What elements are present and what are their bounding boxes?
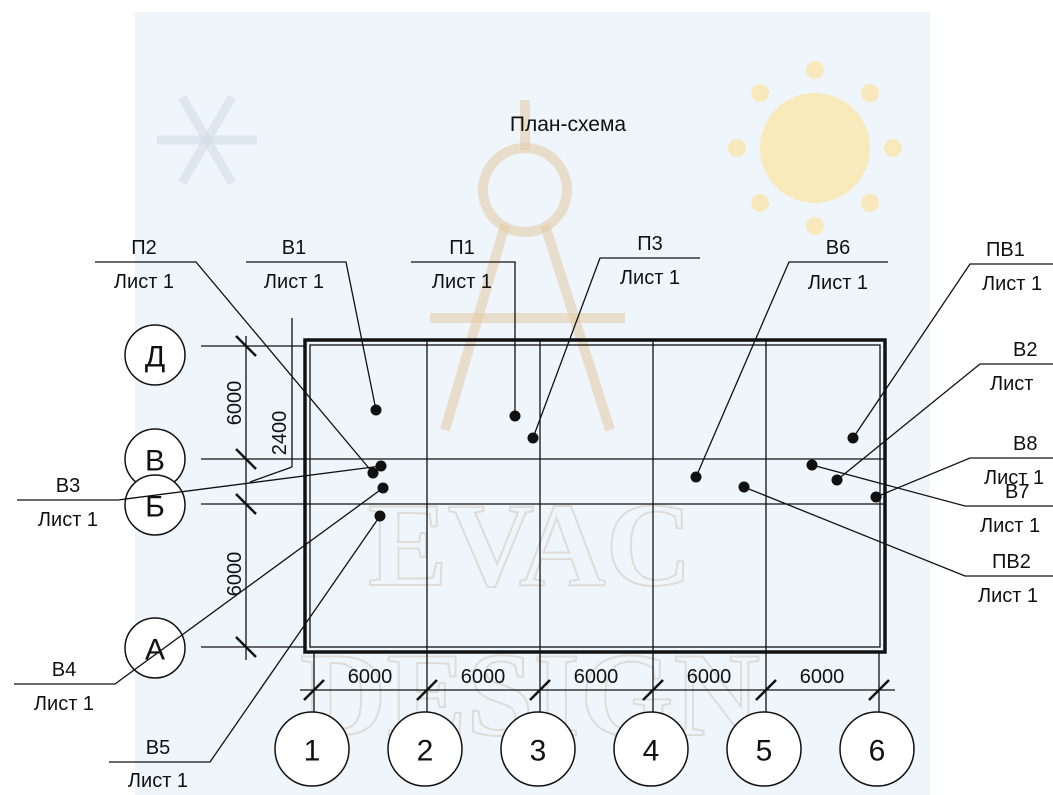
- callout-sheet: Лист 1: [128, 770, 188, 792]
- axis-bubble-2: 2: [387, 711, 463, 787]
- dimension-span-3: 6000: [574, 666, 619, 688]
- axis-label-5: 5: [756, 735, 773, 768]
- callout-tag: П2: [131, 237, 157, 259]
- dimension-vertical-1: 6000: [224, 381, 246, 426]
- letter-axis-lines: [201, 345, 305, 648]
- callout-B5[interactable]: В5 Лист 1: [109, 510, 386, 793]
- axis-label-D: Д: [145, 341, 165, 374]
- callout-sheet: Лист 1: [432, 271, 492, 293]
- callout-tag: В2: [1013, 339, 1037, 361]
- callout-B3[interactable]: В3 Лист 1: [17, 460, 387, 532]
- callout-tag: В1: [282, 237, 306, 259]
- callout-tag: В3: [56, 475, 80, 497]
- vertical-dimension-chain: 6000 2400 6000: [224, 318, 293, 660]
- callout-B1[interactable]: В1 Лист 1: [246, 237, 382, 416]
- callout-sheet: Лист 1: [978, 585, 1038, 607]
- page-title: План-схема: [510, 113, 626, 136]
- axis-bubble-6: 6: [839, 711, 915, 787]
- axis-label-1: 1: [304, 735, 321, 768]
- dimension-span-4: 6000: [687, 666, 732, 688]
- axis-bubble-B: Б: [124, 474, 186, 536]
- axis-bubble-A: А: [124, 617, 186, 679]
- callout-tag: В5: [146, 737, 170, 759]
- callout-tag: В6: [826, 237, 850, 259]
- callout-sheet: Лист: [990, 373, 1033, 395]
- building-outline: [303, 338, 887, 654]
- callout-tag: П3: [637, 233, 663, 255]
- axis-label-2: 2: [417, 735, 434, 768]
- callout-sheet: Лист 1: [980, 515, 1040, 537]
- callout-P2[interactable]: П2 Лист 1: [95, 237, 379, 479]
- callout-tag: В7: [1005, 481, 1029, 503]
- axis-label-3: 3: [530, 735, 547, 768]
- axis-label-6: 6: [869, 735, 886, 768]
- axis-label-4: 4: [643, 735, 660, 768]
- callout-sheet: Лист 1: [264, 271, 324, 293]
- callout-tag: В8: [1013, 433, 1037, 455]
- number-axis-lines: [313, 652, 880, 712]
- callout-B4[interactable]: В4 Лист 1: [14, 482, 389, 716]
- snowflake-watermark-icon: [157, 94, 257, 186]
- sun-watermark-icon: [728, 61, 902, 235]
- callout-B8[interactable]: В8 Лист 1: [870, 433, 1053, 503]
- dimension-vertical-2: 2400: [269, 411, 291, 456]
- axis-bubble-D: Д: [124, 324, 186, 386]
- callout-sheet: Лист 1: [808, 272, 868, 294]
- axis-bubble-5: 5: [726, 711, 802, 787]
- axis-bubble-1: 1: [274, 711, 350, 787]
- horizontal-dimension-chain: 6000 6000 6000 6000 6000: [300, 666, 895, 701]
- callout-sheet: Лист 1: [620, 267, 680, 289]
- callout-sheet: Лист 1: [38, 509, 98, 531]
- axis-bubble-3: 3: [500, 711, 576, 787]
- axis-bubble-4: 4: [613, 711, 689, 787]
- callout-PB1[interactable]: ПВ1 Лист 1: [847, 239, 1053, 444]
- callout-B6[interactable]: В6 Лист 1: [690, 237, 889, 483]
- watermark-line-1: EVAC: [368, 478, 693, 611]
- callout-sheet: Лист 1: [34, 693, 94, 715]
- callout-tag: ПВ1: [986, 239, 1025, 261]
- axis-label-B: Б: [145, 491, 165, 524]
- callout-tag: ПВ2: [992, 551, 1031, 573]
- dimension-span-1: 6000: [348, 666, 393, 688]
- callout-PB2[interactable]: ПВ2 Лист 1: [738, 481, 1053, 608]
- callout-P1[interactable]: П1 Лист 1: [411, 237, 521, 422]
- axis-bubble-V: В: [124, 428, 186, 490]
- callout-tag: В4: [52, 659, 76, 681]
- axis-label-V: В: [145, 445, 165, 478]
- callout-B2[interactable]: В2 Лист: [831, 339, 1053, 486]
- dimension-span-2: 6000: [461, 666, 506, 688]
- compass-watermark-icon: [430, 100, 625, 432]
- callout-P3[interactable]: П3 Лист 1: [527, 233, 701, 444]
- callout-sheet: Лист 1: [114, 271, 174, 293]
- grid-lines: [305, 340, 885, 652]
- callout-B7[interactable]: В7 Лист 1: [806, 459, 1053, 538]
- dimension-span-5: 6000: [800, 666, 845, 688]
- dimension-vertical-3: 6000: [224, 552, 246, 597]
- callout-sheet: Лист 1: [982, 273, 1042, 295]
- callout-sheet: Лист 1: [984, 467, 1044, 489]
- callout-tag: П1: [449, 237, 475, 259]
